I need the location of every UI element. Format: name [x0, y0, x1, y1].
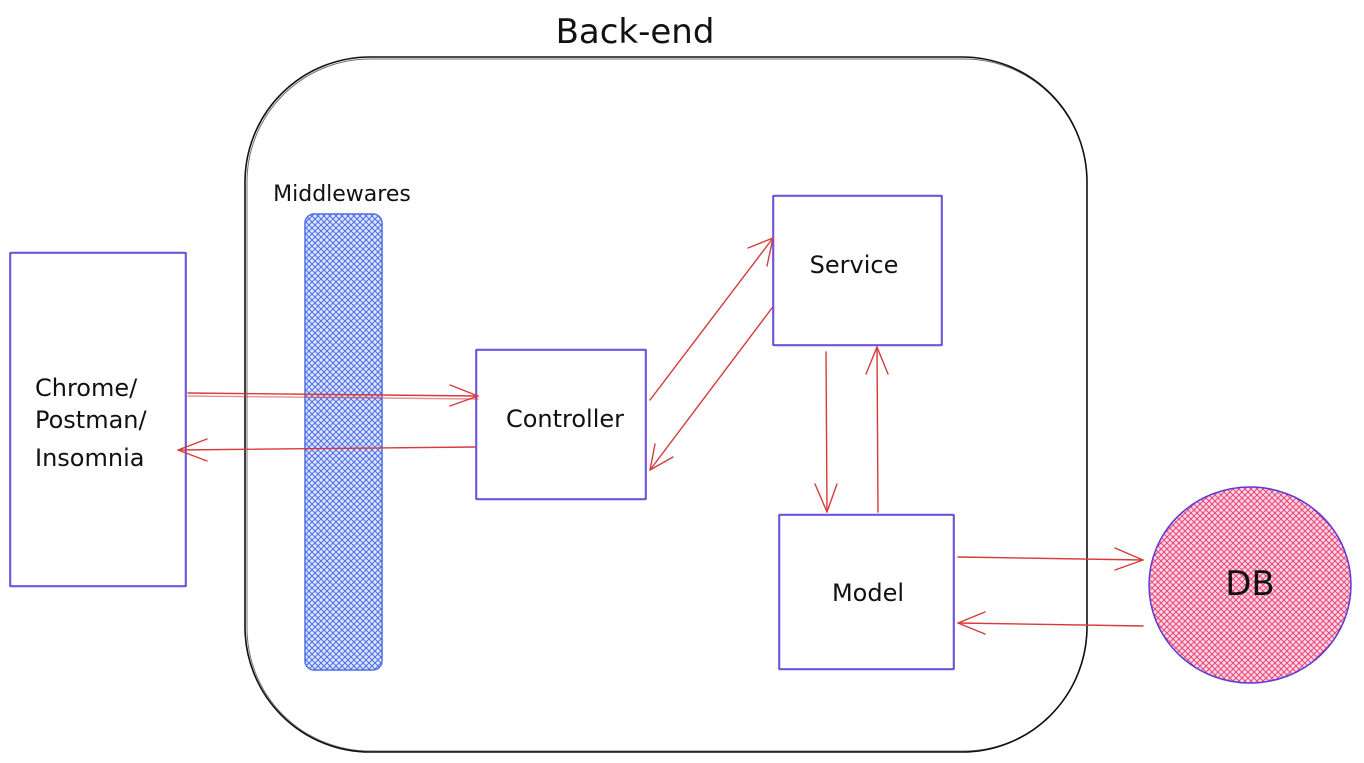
edge-service-to-model: [814, 351, 838, 513]
client-node: Chrome/ Postman/ Insomnia: [9, 251, 187, 588]
db-node: DB: [1148, 486, 1352, 684]
edge-model-to-db: [957, 547, 1144, 571]
model-node: Model: [778, 513, 955, 671]
edge-model-to-service: [865, 346, 889, 513]
edge-controller-to-client: [177, 438, 476, 462]
client-label-line-3: Insomnia: [35, 444, 144, 472]
edge-client-to-controller: [187, 384, 479, 407]
backend-container: [244, 56, 1088, 753]
client-label-line-1: Chrome/: [35, 374, 138, 402]
middlewares-bar: [304, 213, 383, 671]
client-label-line-2: Postman/: [35, 406, 148, 434]
service-node: Service: [772, 194, 943, 347]
edges: [177, 237, 1144, 635]
db-label: DB: [1225, 564, 1275, 604]
diagram-title: Back-end: [556, 12, 715, 52]
middlewares-label: Middlewares: [273, 182, 411, 207]
edge-controller-to-service: [649, 237, 774, 401]
edge-service-to-controller: [649, 307, 773, 471]
controller-node: Controller: [475, 348, 647, 501]
controller-label: Controller: [506, 405, 624, 433]
model-label: Model: [832, 579, 904, 607]
service-label: Service: [810, 251, 899, 279]
edge-db-to-model: [957, 611, 1144, 635]
